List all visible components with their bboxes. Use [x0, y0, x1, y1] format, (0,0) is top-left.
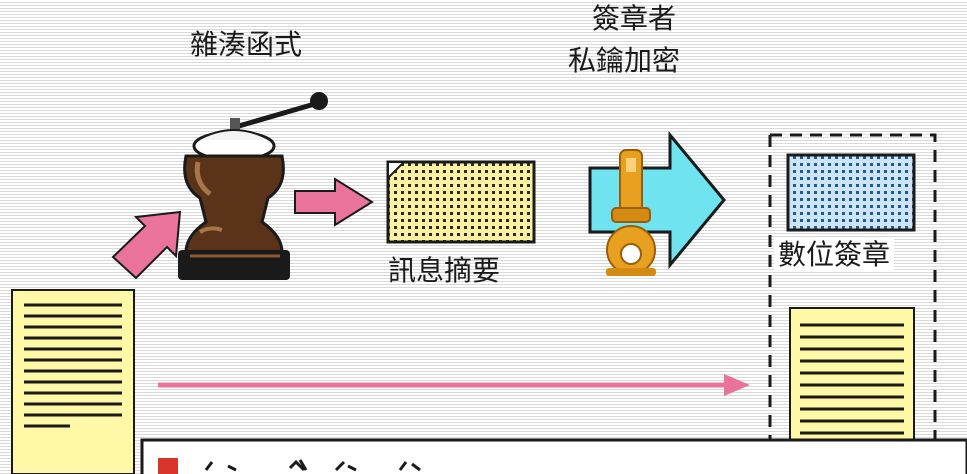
document-to-signed-arrow — [158, 374, 750, 396]
overlay-caption-box — [140, 438, 967, 474]
signature-card-icon — [786, 153, 916, 232]
private-key-encrypt-label: 私鑰加密 — [568, 44, 681, 77]
hash-grinder-icon — [178, 92, 328, 280]
document-icon — [11, 289, 135, 474]
key-icon — [606, 149, 656, 276]
hash-to-digest-arrow — [294, 177, 374, 227]
encrypt-arrow — [588, 130, 726, 270]
message-digest-label: 訊息摘要 — [388, 254, 501, 287]
digital-signature-label: 數位簽章 — [774, 238, 895, 272]
input-to-hash-arrow — [111, 210, 182, 280]
hash-function-label: 雜湊函式 — [190, 28, 303, 61]
signed-bundle-border — [768, 133, 937, 474]
signer-label: 簽章者 — [592, 2, 677, 35]
digest-card-icon — [386, 160, 536, 244]
